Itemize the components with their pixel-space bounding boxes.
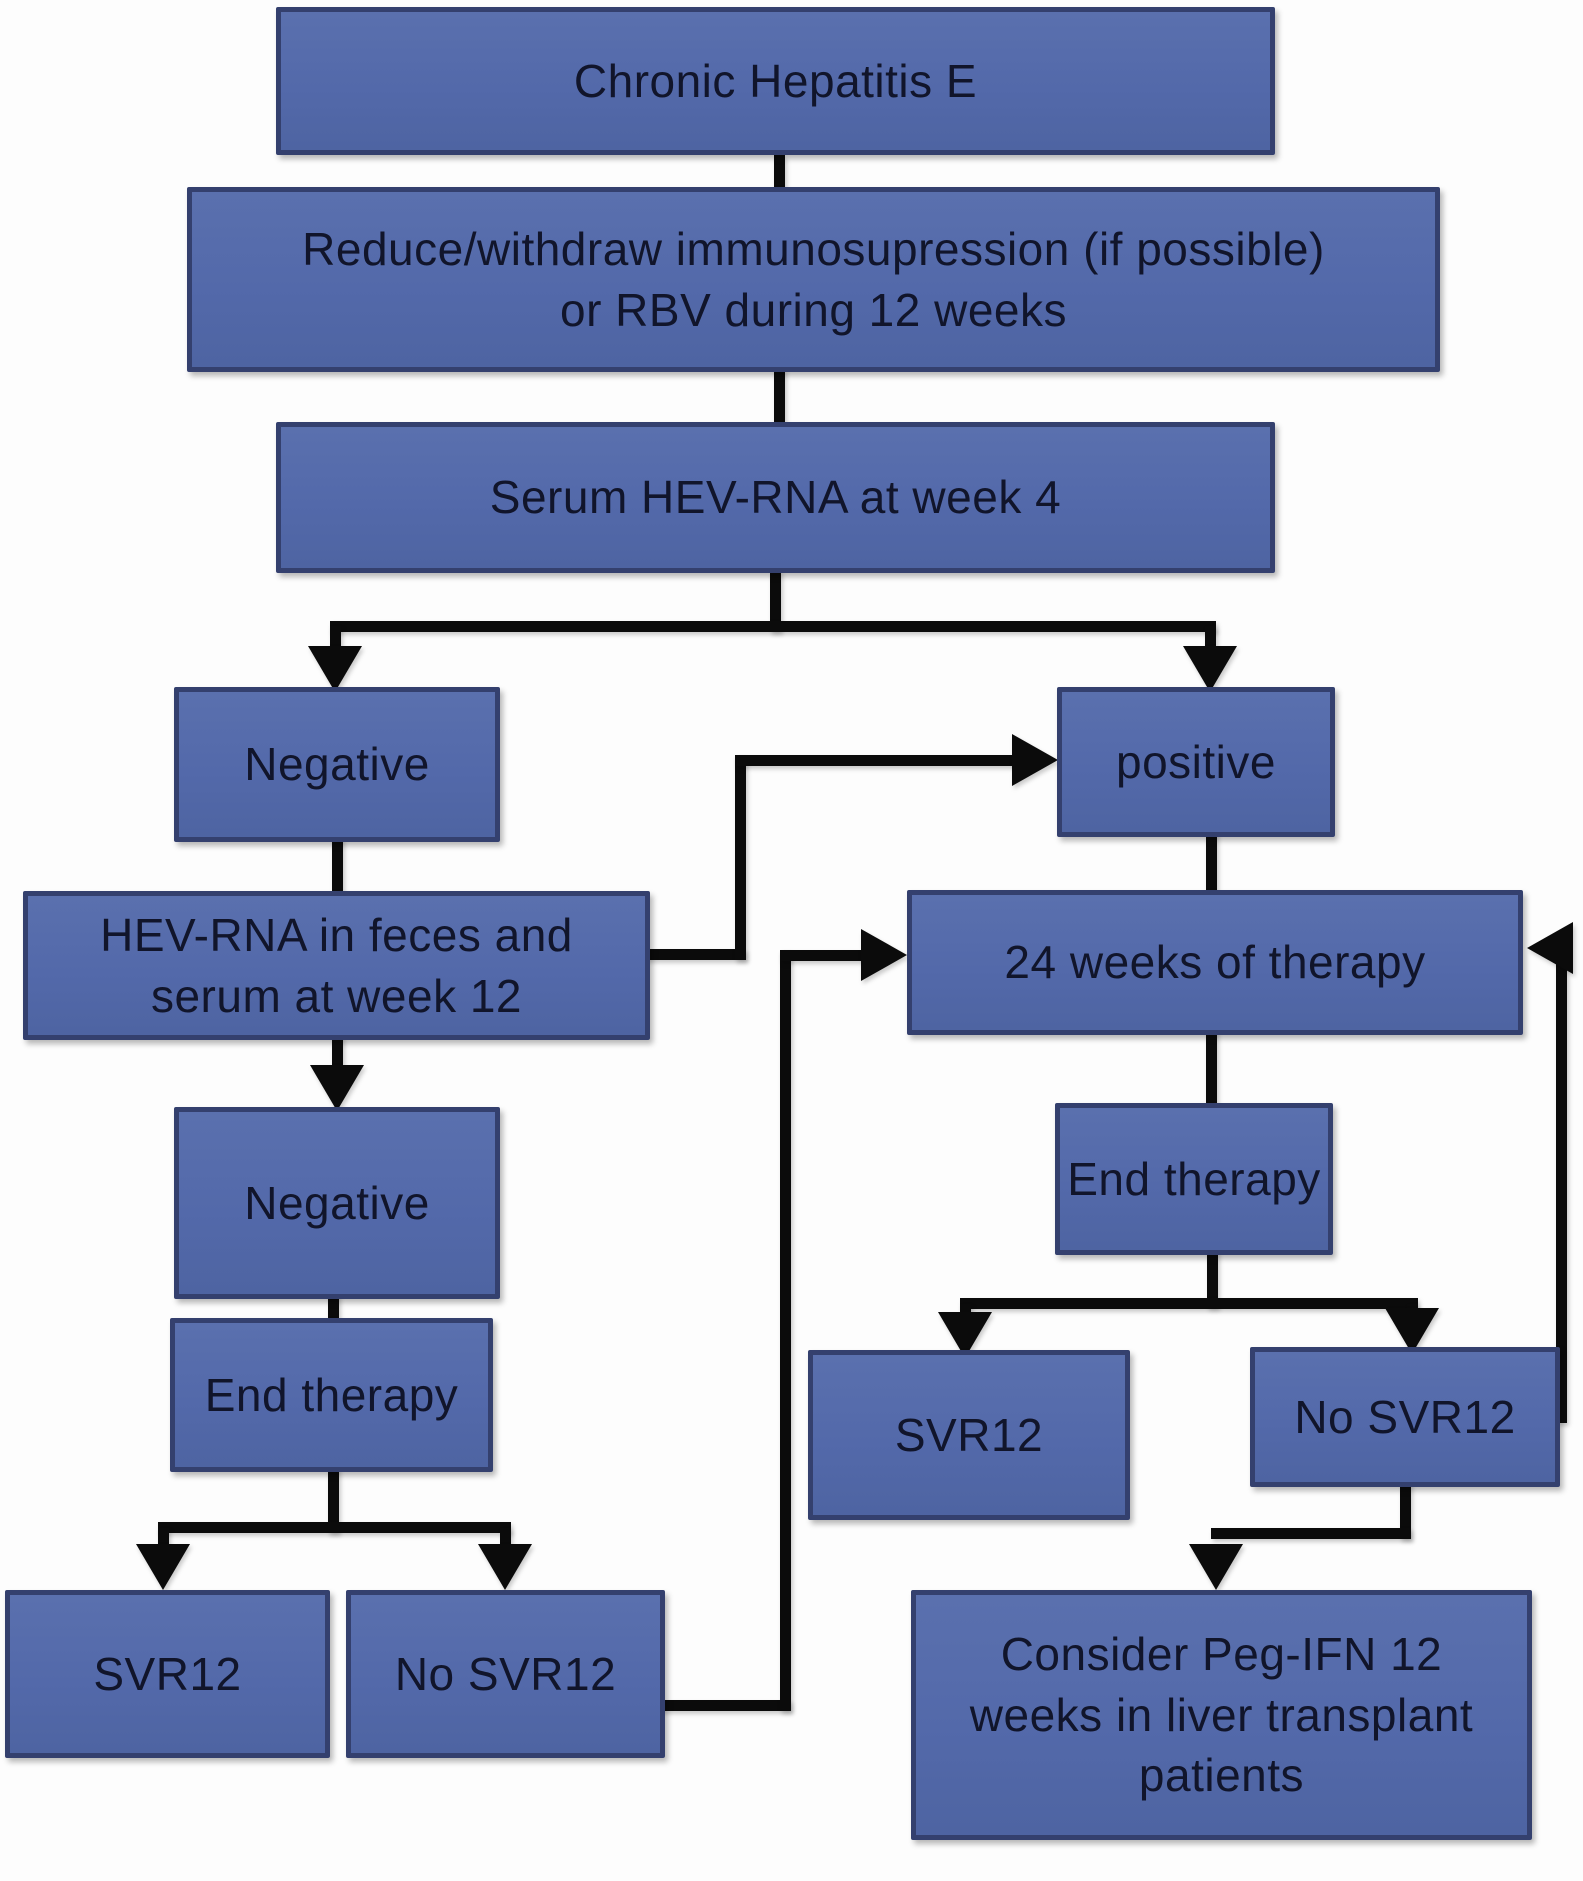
- node-label: Negative: [244, 1176, 430, 1229]
- node-hev-rna-feces-week12: HEV-RNA in feces and serum at week 12: [23, 891, 650, 1040]
- edge-nosvr12right-consider-h: [1211, 1528, 1411, 1539]
- edge-serum-split-stem: [770, 570, 781, 632]
- node-label: No SVR12: [1294, 1390, 1516, 1443]
- arrow-to-no-svr12-left: [478, 1544, 532, 1590]
- edge-feces-positive-h1: [645, 949, 746, 960]
- edge-negative12-endtherapy: [328, 1294, 339, 1323]
- node-label: Consider Peg-IFN 12 weeks in liver trans…: [969, 1627, 1474, 1802]
- arrow-into-positive: [1012, 734, 1058, 786]
- edge-split-left-stub: [330, 626, 341, 652]
- edge-nosvr12left-24w-v: [780, 950, 791, 1711]
- node-label: SVR12: [894, 1408, 1044, 1461]
- node-svr12-left: SVR12: [5, 1590, 330, 1758]
- node-positive-week4: positive: [1057, 687, 1335, 837]
- edge-reduce-serum: [774, 368, 785, 426]
- node-svr12-right: SVR12: [808, 1350, 1130, 1520]
- edge-positive-24w: [1206, 832, 1217, 895]
- edge-endtherapy-left-stem: [328, 1467, 339, 1533]
- node-reduce-immunosuppression: Reduce/withdraw immunosupression (if pos…: [187, 187, 1440, 372]
- edge-chronic-reduce: [774, 155, 785, 192]
- arrow-to-consider: [1189, 1544, 1243, 1590]
- edge-left-split-bar: [158, 1522, 511, 1533]
- node-label: SVR12: [93, 1647, 242, 1700]
- node-no-svr12-left: No SVR12: [346, 1590, 665, 1758]
- edge-left-split-stub-b: [500, 1528, 511, 1546]
- node-end-therapy-right: End therapy: [1055, 1103, 1333, 1255]
- edge-nosvr12left-24w-h1: [655, 1700, 791, 1711]
- arrow-to-svr12-left: [136, 1544, 190, 1590]
- node-serum-hev-rna-week4: Serum HEV-RNA at week 4: [276, 422, 1275, 573]
- arrow-to-positive-week4: [1183, 646, 1237, 692]
- arrow-to-no-svr12-right: [1385, 1308, 1439, 1354]
- edge-endtherapy-right-stem: [1207, 1250, 1218, 1308]
- arrow-to-negative-week4: [308, 646, 362, 692]
- edge-negative4-feces: [332, 837, 343, 896]
- arrow-into-24weeks: [861, 929, 907, 981]
- edge-feces-positive-h2: [735, 755, 1015, 766]
- node-24-weeks-therapy: 24 weeks of therapy: [907, 890, 1523, 1035]
- edge-serum-split-bar: [330, 621, 1216, 632]
- edge-right-split-bar: [960, 1298, 1418, 1309]
- node-label: HEV-RNA in feces and serum at week 12: [100, 908, 573, 1022]
- edge-right-split-stub-a: [960, 1304, 971, 1316]
- edge-feces-negative12: [332, 1035, 343, 1069]
- node-chronic-hepatitis-e: Chronic Hepatitis E: [276, 7, 1275, 155]
- node-label: Chronic Hepatitis E: [573, 54, 978, 107]
- node-label: End therapy: [204, 1368, 459, 1421]
- node-negative-week12: Negative: [174, 1107, 500, 1299]
- node-label: Serum HEV-RNA at week 4: [489, 471, 1062, 524]
- node-label: Reduce/withdraw immunosupression (if pos…: [302, 222, 1325, 336]
- edge-split-right-stub: [1205, 626, 1216, 652]
- arrow-loop-into-24weeks: [1527, 922, 1573, 974]
- node-label: 24 weeks of therapy: [1004, 936, 1426, 989]
- node-end-therapy-left: End therapy: [170, 1318, 493, 1472]
- node-label: End therapy: [1067, 1152, 1321, 1205]
- edge-24w-endtherapy: [1206, 1030, 1217, 1108]
- node-label: No SVR12: [394, 1647, 617, 1700]
- node-negative-week4: Negative: [174, 687, 500, 842]
- edge-loop-24w-v: [1556, 943, 1567, 1423]
- edge-nosvr12left-24w-h2: [780, 950, 865, 961]
- node-label: positive: [1116, 735, 1276, 788]
- edge-feces-positive-v: [735, 755, 746, 960]
- node-label: Negative: [244, 738, 430, 791]
- node-consider-peg-ifn: Consider Peg-IFN 12 weeks in liver trans…: [911, 1590, 1532, 1840]
- edge-left-split-stub-a: [158, 1528, 169, 1546]
- node-no-svr12-right: No SVR12: [1250, 1347, 1560, 1487]
- arrow-to-negative-week12: [310, 1065, 364, 1111]
- edge-nosvr12right-consider-v: [1400, 1482, 1411, 1539]
